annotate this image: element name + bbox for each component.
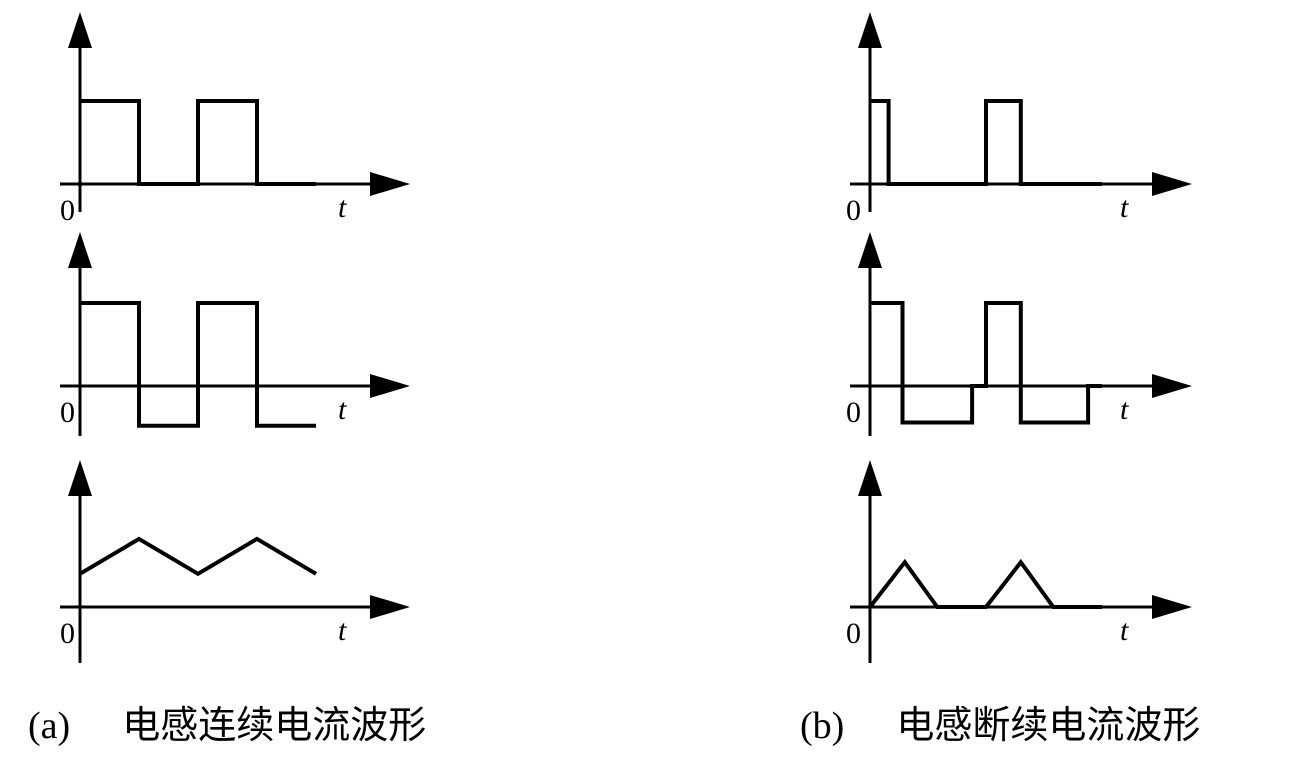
panel-a-0-waveform (80, 99, 316, 186)
panel-b-0-t-label: t (1120, 191, 1129, 224)
caption-a: (a) 电感连续电流波形 (28, 694, 426, 749)
panel-b-1-y-arrow (858, 232, 882, 268)
panel-a-1-waveform (80, 301, 316, 428)
caption-b-tag: (b) (800, 705, 845, 747)
panel-a-2-x-arrow (370, 595, 410, 619)
caption-b-text: 电感断续电流波形 (896, 705, 1201, 747)
panel-b-0-y-arrow (858, 12, 882, 48)
panel-b-0-origin-label: 0 (846, 194, 861, 227)
panel-b-1-origin-label: 0 (846, 396, 861, 429)
panel-a-2-waveform (78, 536, 318, 577)
panel-a-0-x-arrow (370, 172, 410, 196)
caption-b: (b) 电感断续电流波形 (800, 694, 1200, 749)
panel-b-1-t-label: t (1120, 393, 1129, 426)
panel-a-0-origin-label: 0 (60, 194, 75, 227)
panel-a-1-origin-label: 0 (60, 396, 75, 429)
caption-a-tag: (a) (28, 705, 71, 747)
panel-a-0-y-arrow (68, 12, 92, 48)
panel-b-0-waveform (870, 99, 1102, 186)
panel-a-1-t-label: t (338, 393, 347, 426)
panel-b-2-x-arrow (1152, 595, 1192, 619)
panel-a-2-y-arrow (68, 460, 92, 496)
panel-a-0-t-label: t (338, 191, 347, 224)
panel-b-2-t-label: t (1120, 614, 1129, 647)
panel-a-2-t-label: t (338, 614, 347, 647)
panel-a-1-y-arrow (68, 232, 92, 268)
panel-b-2-waveform (868, 558, 1102, 609)
panel-b-1-waveform (870, 301, 1102, 425)
panel-a-2-origin-label: 0 (60, 617, 75, 650)
panel-b-1-x-arrow (1152, 374, 1192, 398)
panel-b-0-x-arrow (1152, 172, 1192, 196)
caption-a-text: 电感连续电流波形 (122, 705, 427, 747)
panel-a-1-x-arrow (370, 374, 410, 398)
panel-b-2-y-arrow (858, 460, 882, 496)
panel-b-2-origin-label: 0 (846, 617, 861, 650)
